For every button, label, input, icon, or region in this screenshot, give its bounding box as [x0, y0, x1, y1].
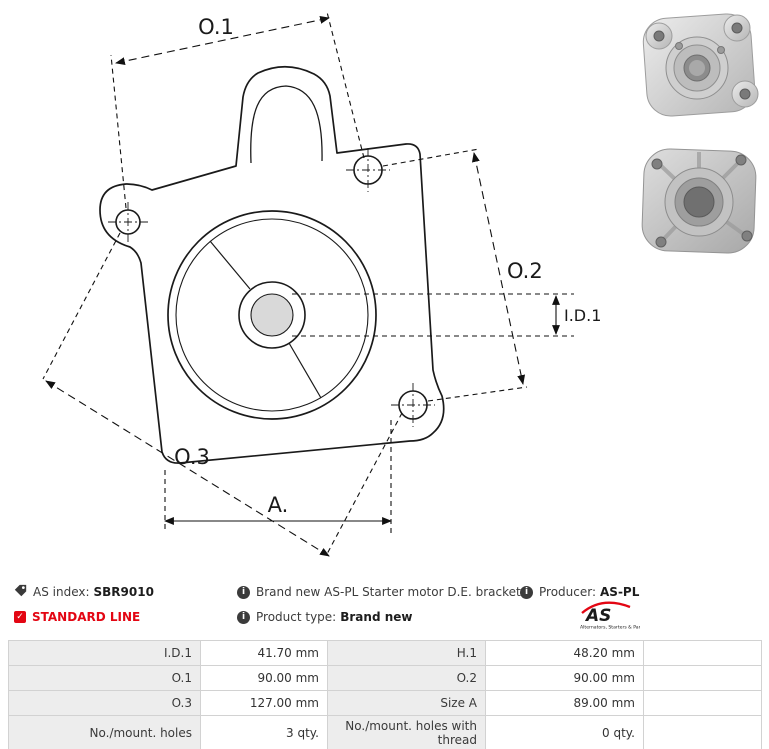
producer: Producer: AS-PL [520, 584, 639, 600]
dimension-o2 [382, 148, 528, 402]
spec-label: H.1 [327, 640, 486, 666]
spec-empty-cell [643, 715, 762, 749]
as-index-label: AS index: [33, 585, 90, 599]
product-photo-rear [633, 138, 765, 270]
product-type-value: Brand new [340, 610, 413, 624]
mounting-hole-bottom-right [391, 383, 435, 427]
spec-label: No./mount. holes with thread [327, 715, 486, 749]
info-icon [237, 585, 250, 599]
product-photo-front [633, 6, 765, 128]
bracket-front [642, 13, 759, 117]
spec-label: O.1 [8, 665, 201, 691]
description-text: Brand new AS-PL Starter motor D.E. brack… [256, 585, 521, 599]
product-type-label: Product type: [256, 610, 337, 624]
checkbox-icon [14, 611, 26, 623]
spec-value: 3 qty. [200, 715, 328, 749]
hub-hole [250, 293, 294, 337]
dim-label-o3: O.3 [174, 445, 210, 469]
product-photos [633, 6, 765, 280]
table-row: O.3 127.00 mm Size A 89.00 mm [8, 690, 762, 716]
info-bar: AS index: SBR9010 Brand new AS-PL Starte… [8, 582, 761, 636]
hub-spoke-upper [209, 240, 251, 290]
as-index-value: SBR9010 [93, 585, 154, 599]
dimension-a [164, 420, 392, 533]
table-row: No./mount. holes 3 qty. No./mount. holes… [8, 715, 762, 749]
logo-swoosh [581, 601, 631, 614]
spec-value: 89.00 mm [485, 690, 644, 716]
logo-subtext: Alternators, Starters & Parts [580, 625, 640, 631]
spec-label: I.D.1 [8, 640, 201, 666]
table-row: I.D.1 41.70 mm H.1 48.20 mm [8, 640, 762, 666]
spec-value: 0 qty. [485, 715, 644, 749]
logo-text: AS [584, 606, 611, 626]
mounting-hole-top-right [346, 148, 390, 192]
bracket-diagram: O.1 O.2 I.D.1 O.3 [42, 11, 601, 557]
spec-empty-cell [643, 640, 762, 666]
table-row: O.1 90.00 mm O.2 90.00 mm [8, 665, 762, 691]
standard-line-label: STANDARD LINE [32, 610, 141, 624]
producer-value: AS-PL [600, 585, 640, 599]
info-icon [237, 610, 250, 624]
bracket-rear [641, 148, 757, 254]
product-type: Product type: Brand new [237, 609, 412, 625]
dimension-id1 [292, 293, 574, 337]
dim-label-o1: O.1 [198, 15, 234, 39]
standard-line: STANDARD LINE [14, 609, 140, 625]
as-pl-logo: AS Alternators, Starters & Parts [578, 600, 645, 633]
producer-label: Producer: [539, 585, 597, 599]
dim-label-o2: O.2 [507, 259, 543, 283]
spec-value: 90.00 mm [200, 665, 328, 691]
mounting-hole-left [108, 202, 148, 242]
info-icon [520, 585, 533, 599]
spec-value: 90.00 mm [485, 665, 644, 691]
product-description: Brand new AS-PL Starter motor D.E. brack… [237, 584, 521, 600]
spec-label: O.2 [327, 665, 486, 691]
dimension-o3 [42, 232, 403, 557]
as-index: AS index: SBR9010 [14, 584, 154, 600]
spec-label: Size A [327, 690, 486, 716]
spec-empty-cell [643, 690, 762, 716]
dimension-o1 [110, 11, 365, 209]
tower-inner-loop [250, 85, 323, 164]
dim-label-id1: I.D.1 [564, 306, 601, 325]
spec-empty-cell [643, 665, 762, 691]
spec-value: 48.20 mm [485, 640, 644, 666]
spec-table: I.D.1 41.70 mm H.1 48.20 mm O.1 90.00 mm… [8, 640, 762, 749]
spec-value: 41.70 mm [200, 640, 328, 666]
technical-drawing: O.1 O.2 I.D.1 O.3 [42, 11, 601, 557]
spec-label: No./mount. holes [8, 715, 201, 749]
spec-value: 127.00 mm [200, 690, 328, 716]
bracket-outline [99, 65, 445, 464]
tag-icon [14, 584, 27, 600]
dim-label-a: A. [268, 493, 289, 517]
spec-label: O.3 [8, 690, 201, 716]
